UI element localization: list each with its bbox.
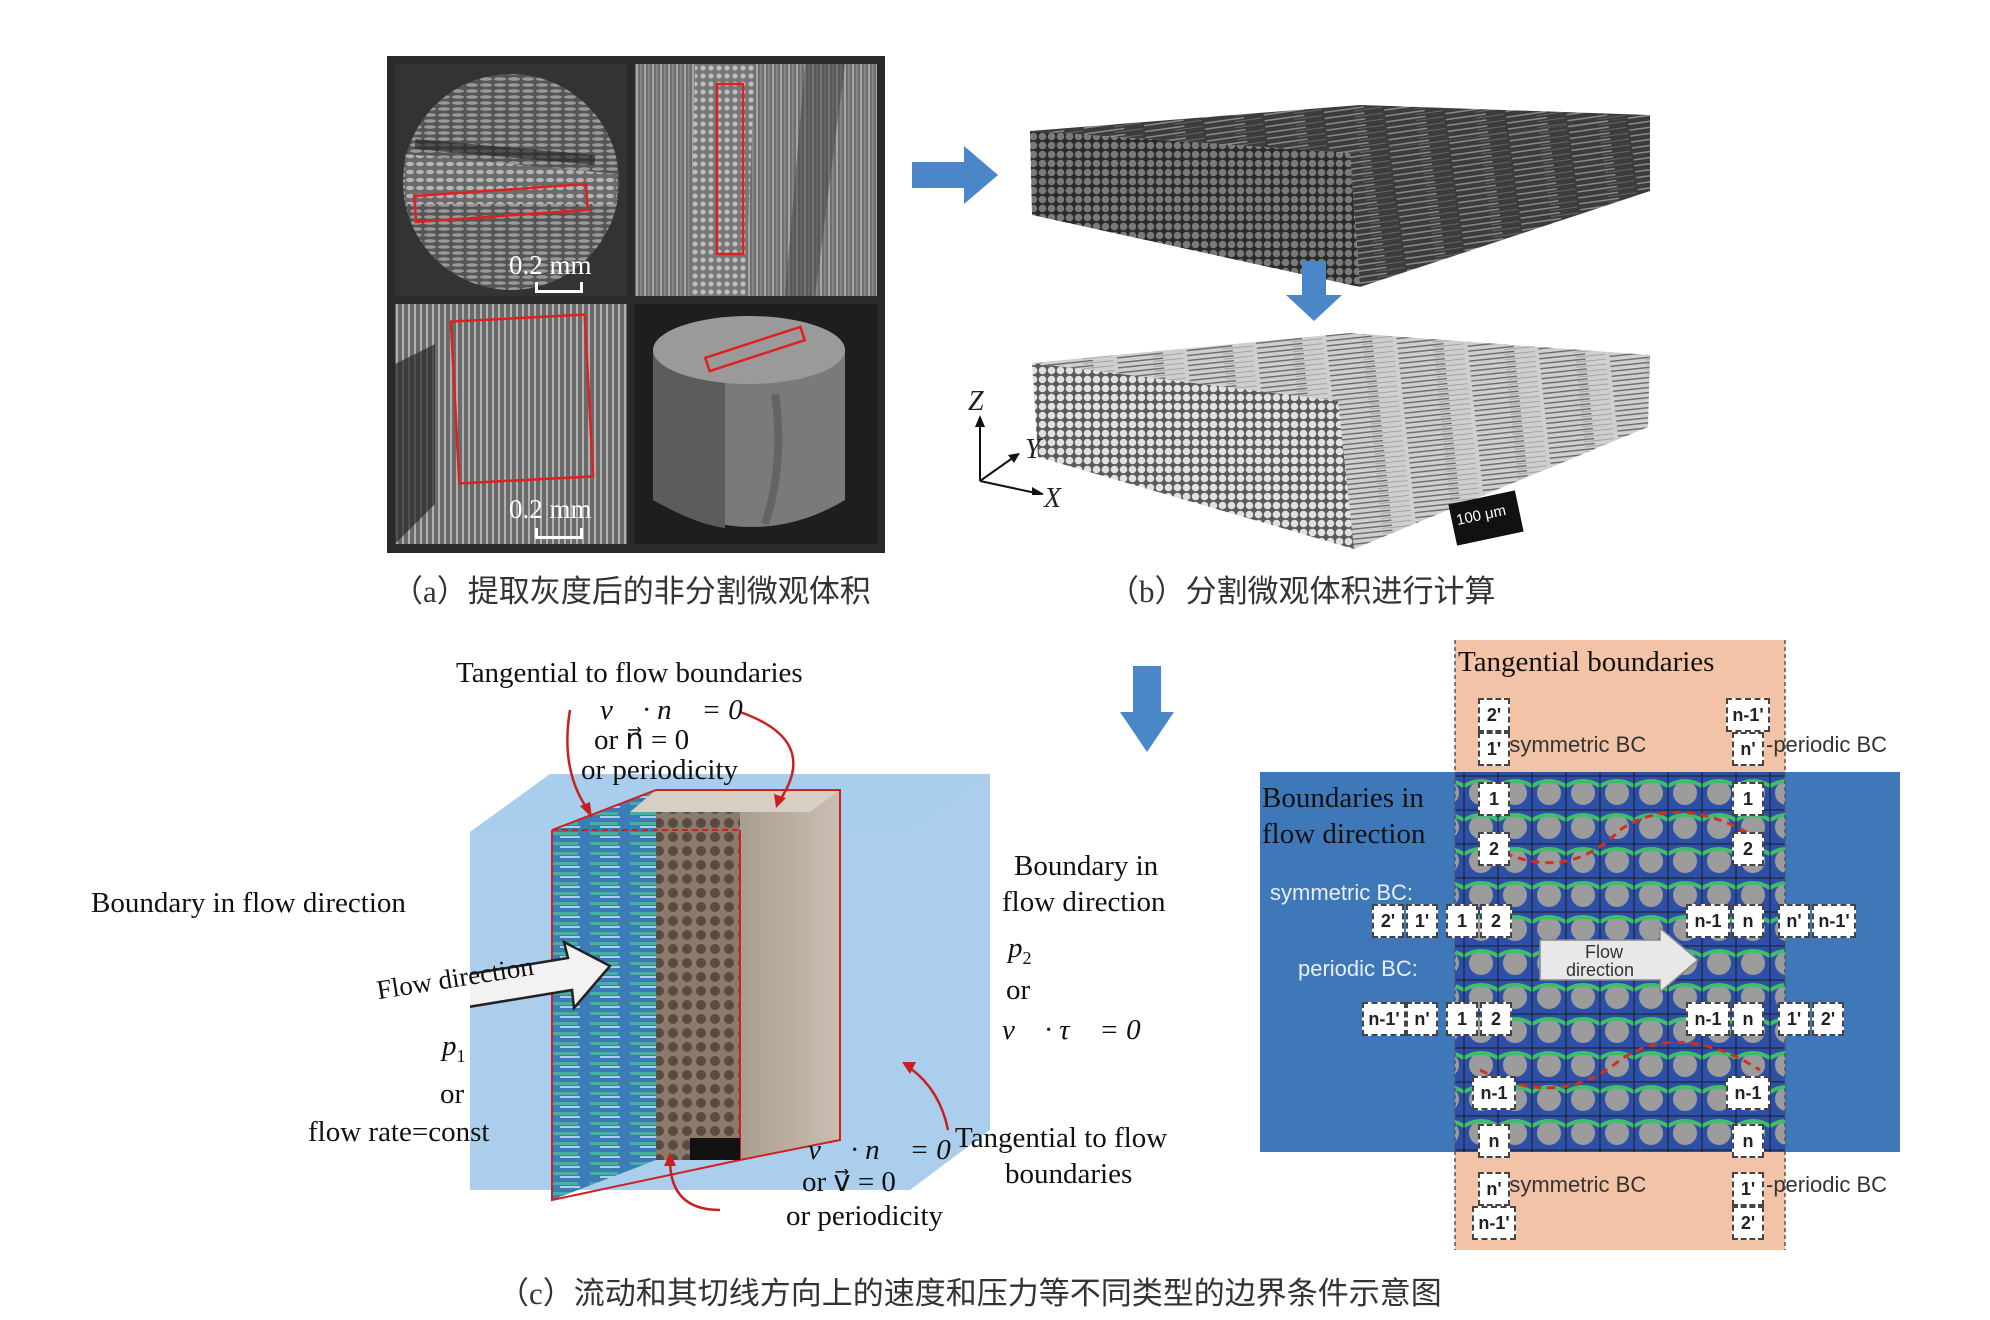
tag-n1-bottom: n-1 xyxy=(1472,1076,1516,1110)
p1-label: p1 xyxy=(442,1028,466,1075)
tag-1-top: 1 xyxy=(1478,782,1510,816)
ct-cylinder-image xyxy=(653,316,845,528)
tag-2-top: 2 xyxy=(1478,832,1510,866)
tag-n-row1: n xyxy=(1732,904,1764,938)
tag-n1p-row1: n-1' xyxy=(1812,904,1856,938)
panel-a-ct-images: 0.2 mm xyxy=(387,56,885,553)
top-eq-2: or n⃗ = 0 xyxy=(594,724,690,756)
tag-n1p-row2: n-1' xyxy=(1362,1002,1406,1036)
flow-label-2: direction xyxy=(1566,960,1635,980)
tag-1-row2: 1 xyxy=(1446,1002,1478,1036)
axis-y-label: Y xyxy=(1025,434,1041,465)
boundaries-in-flow-2: flow direction xyxy=(1262,818,1426,850)
periodic-bc-left: periodic BC: xyxy=(1298,956,1418,981)
tag-1-row1: 1 xyxy=(1446,904,1478,938)
bc-schematic-graphic xyxy=(1260,640,1900,1250)
p1-subscript: 1 xyxy=(456,1045,466,1066)
tag-n-bottom-right: n xyxy=(1732,1124,1764,1158)
ct-slice-top-left: 0.2 mm xyxy=(395,64,627,296)
tag-2p-bottom-right: 2' xyxy=(1732,1206,1764,1240)
flow-volume-box xyxy=(470,774,990,1202)
br-label-2: boundaries xyxy=(1005,1158,1133,1190)
flow-label-1: Flow xyxy=(1585,942,1624,962)
ct-cylinder-tile xyxy=(635,304,877,544)
tag-1p-bottom-right: 1' xyxy=(1732,1172,1764,1206)
ct-vertical-image xyxy=(635,64,877,296)
tag-n1-bottom-right: n-1 xyxy=(1726,1076,1770,1110)
symmetric-bc-bottom: -symmetric BC xyxy=(1502,1172,1647,1197)
tag-2-row2: 2 xyxy=(1480,1002,1512,1036)
axis-x-label: X xyxy=(1044,483,1062,514)
top-eq-3: or periodicity xyxy=(581,754,739,786)
tag-2-row1: 2 xyxy=(1480,904,1512,938)
right-eq: v⃗ · τ⃗ = 0 xyxy=(1002,1014,1141,1046)
tag-n-bottom: n xyxy=(1478,1124,1510,1158)
tag-n1-row2: n-1 xyxy=(1686,1002,1730,1036)
bottom-eq-2: or v⃗ = 0 xyxy=(802,1166,896,1198)
bottom-eq-3: or periodicity xyxy=(786,1200,944,1232)
p2-subscript: 2 xyxy=(1022,947,1032,968)
ct-slice-top-right xyxy=(635,64,877,296)
axes-icon xyxy=(975,415,1044,495)
scale-bar-top xyxy=(535,282,583,293)
tag-np-bottom: n' xyxy=(1478,1172,1510,1206)
scale-bar-bottom xyxy=(535,528,583,539)
axis-z-label: Z xyxy=(968,386,984,417)
top-title: Tangential to flow boundaries xyxy=(456,657,803,689)
br-label-1: Tangential to flow xyxy=(955,1122,1168,1154)
tag-np-top: n' xyxy=(1732,732,1764,766)
tag-1-top-right: 1 xyxy=(1732,782,1764,816)
tangential-boundaries-title: Tangential boundaries xyxy=(1458,646,1715,678)
tag-n1p-top: n-1' xyxy=(1726,698,1770,732)
panel-b-volumes xyxy=(1030,105,1650,549)
p1-symbol: p xyxy=(442,1030,457,1062)
periodic-bc-bottom: -periodic BC xyxy=(1766,1172,1888,1197)
arrow-down-icon xyxy=(1120,666,1174,752)
left-boundary-label: Boundary in flow direction xyxy=(91,887,406,919)
bc-schematic: Tangential boundaries Boundaries in flow… xyxy=(1260,640,1900,1250)
symmetric-bc-left: symmetric BC: xyxy=(1270,880,1413,905)
tag-np-row2: n' xyxy=(1406,1002,1438,1036)
arrow-right-icon xyxy=(912,146,998,204)
boundaries-in-flow-1: Boundaries in xyxy=(1262,782,1424,814)
scale-label-top: 0.2 mm xyxy=(509,250,592,280)
top-eq-1: v⃗ · n⃗ = 0 xyxy=(600,694,743,726)
tag-1p-row1: 1' xyxy=(1406,904,1438,938)
scale-label-bottom: 0.2 mm xyxy=(509,494,592,524)
tag-n1-row1: n-1 xyxy=(1686,904,1730,938)
tag-2p-row2: 2' xyxy=(1812,1002,1844,1036)
tag-2p-row1: 2' xyxy=(1372,904,1404,938)
or-label-2: or xyxy=(1006,974,1031,1006)
tag-2-top-right: 2 xyxy=(1732,832,1764,866)
tag-n1p-bottom: n-1' xyxy=(1472,1206,1516,1240)
periodic-bc-top: -periodic BC xyxy=(1766,732,1888,757)
flow-rate-label: flow rate=const xyxy=(308,1116,490,1148)
caption-b: （b）分割微观体积进行计算 xyxy=(1108,574,1496,609)
or-label-1: or xyxy=(440,1078,465,1110)
ct-circle-image xyxy=(403,74,619,290)
symmetric-bc-top: -symmetric BC xyxy=(1502,732,1647,757)
p2-symbol: p xyxy=(1008,932,1023,964)
ct-slice-bottom-left: 0.2 mm xyxy=(395,304,627,544)
ct-square-image xyxy=(395,304,627,544)
caption-a: （a）提取灰度后的非分割微观体积 xyxy=(392,574,871,609)
tag-1p-row2: 1' xyxy=(1778,1002,1810,1036)
p2-label: p2 xyxy=(1008,930,1032,977)
tag-np-row1: n' xyxy=(1778,904,1810,938)
bottom-eq-1: v⃗ · n⃗ = 0 xyxy=(808,1134,951,1166)
tag-2p-top: 2' xyxy=(1478,698,1510,732)
right-boundary-label-1: Boundary in xyxy=(1014,850,1159,882)
annotation-arrows xyxy=(566,709,950,1212)
tag-n-row2: n xyxy=(1732,1002,1764,1036)
caption-c: （c）流动和其切线方向上的速度和压力等不同类型的边界条件示意图 xyxy=(498,1276,1442,1311)
tag-1p-top: 1' xyxy=(1478,732,1510,766)
right-boundary-label-2: flow direction xyxy=(1002,886,1166,918)
